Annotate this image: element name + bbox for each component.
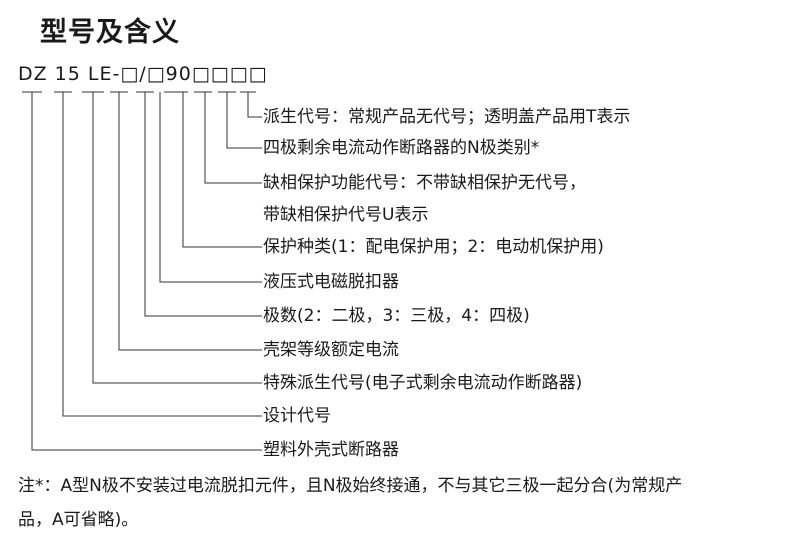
item-derivative-code: 派生代号：常规产品无代号；透明盖产品用T表示: [263, 107, 631, 127]
item-design-code: 设计代号: [263, 406, 331, 426]
item-frame-current: 壳架等级额定电流: [263, 340, 399, 360]
item-special-derivative: 特殊派生代号(电子式剩余电流动作断路器): [263, 373, 583, 393]
note-line-1: 注*：A型N极不安装过电流脱扣元件，且N极始终接通，不与其它三极一起分合(为常规…: [18, 476, 683, 496]
item-poles: 极数(2：二极，3：三极，4：四极): [263, 306, 530, 326]
note-line-2: 品，A可省略)。: [18, 510, 139, 530]
model-code: DZ 15 LE-□/□90□□□□: [18, 63, 268, 85]
item-phase-loss-code: 缺相保护功能代号：不带缺相保护无代号，: [263, 173, 586, 193]
item-n-pole-category: 四极剩余电流动作断路器的N极类别*: [263, 138, 540, 158]
item-hydraulic-trip: 液压式电磁脱扣器: [263, 272, 399, 292]
item-phase-loss-code-cont: 带缺相保护代号U表示: [263, 205, 429, 225]
item-protection-type: 保护种类(1：配电保护用；2：电动机保护用): [263, 237, 604, 257]
page-title: 型号及含义: [40, 17, 180, 48]
item-mccb: 塑料外壳式断路器: [263, 440, 399, 460]
